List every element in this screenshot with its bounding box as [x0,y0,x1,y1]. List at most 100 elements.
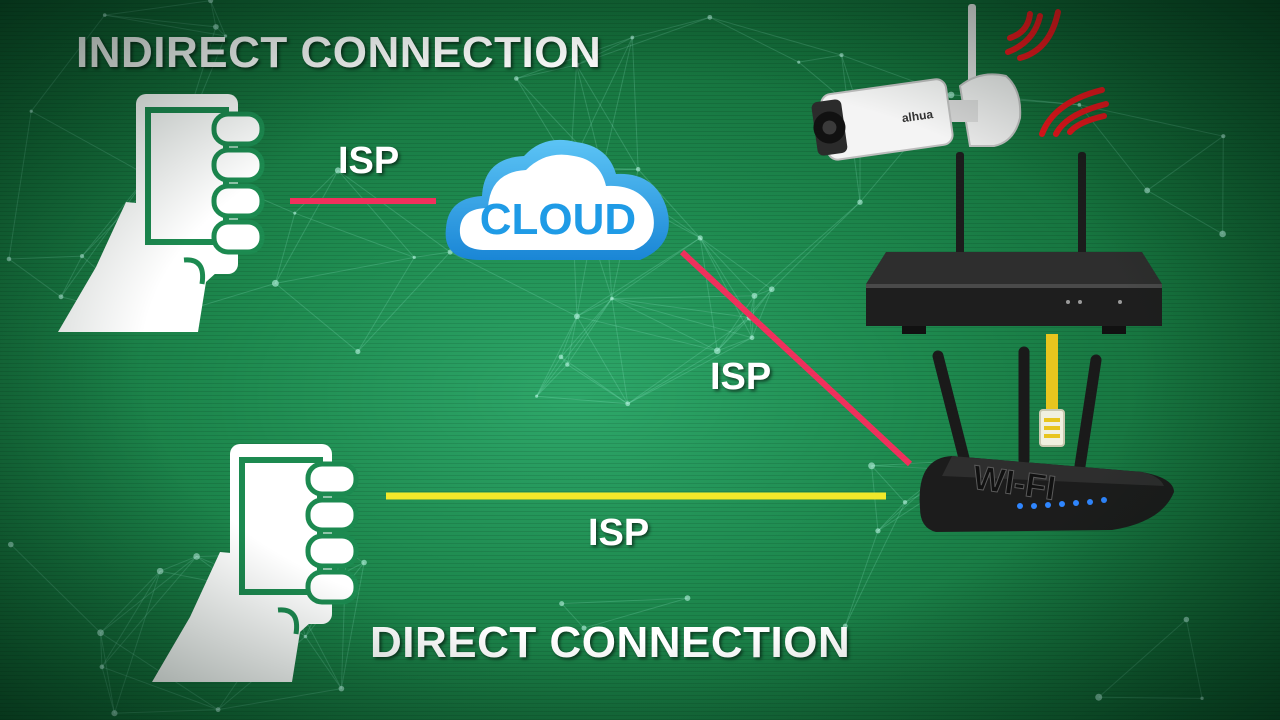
network-node-dot [7,541,14,548]
network-link-line [100,632,103,667]
network-node-dot [768,286,775,293]
network-link-line [218,688,342,711]
network-node-dot [581,625,587,631]
isp-label-middle: ISP [710,356,772,398]
network-node-dot [111,710,118,717]
network-node-dot [338,685,345,692]
network-node-dot [6,256,12,262]
network-link-line [1146,135,1224,191]
network-node-dot [99,664,105,670]
network-node-dot [797,60,801,64]
network-link-line [30,110,149,177]
network-link-line [844,530,879,627]
network-link-line [1098,696,1203,699]
network-link-line [1185,619,1203,699]
phone-in-hand-icon [58,94,265,332]
direct-connection-heading: DIRECT CONNECTION [370,618,851,667]
network-link-line [536,298,613,397]
network-link-line [709,16,842,56]
network-link-line [709,16,799,63]
network-link-line [100,570,161,634]
network-link-line [699,237,755,297]
network-link-line [1146,189,1223,235]
network-link-line [10,544,101,634]
network-node-dot [635,167,641,172]
network-link-line [30,14,106,112]
network-node-dot [1219,230,1226,238]
network-node-dot [707,14,713,20]
network-node-dot [102,13,107,17]
network-node-dot [97,629,104,637]
network-link-line [275,256,415,284]
network-link-line [101,666,115,714]
network-link-line [576,315,718,352]
network-node-dot [1221,134,1226,139]
network-link-line [516,37,633,79]
network-link-line [567,364,629,405]
network-node-dot [412,255,416,260]
wifi-router-icon: WI-FI [919,346,1174,532]
network-link-line [104,0,211,16]
network-link-line [751,289,773,338]
network-link-line [337,170,451,253]
network-link-line [536,395,628,405]
wifi-signal-icon [1039,87,1109,137]
network-link-line [560,298,613,358]
isp-label-top: ISP [338,140,400,182]
network-link-line [611,298,718,352]
network-link-line [113,570,161,714]
network-node-dot [559,601,565,607]
network-link-line [101,556,197,668]
network-link-line [871,465,906,503]
network-node-dot [1183,616,1190,623]
network-node-dot [573,62,580,68]
network-link-line [60,175,149,298]
network-link-line [8,111,32,260]
network-link-line [627,350,718,405]
network-link-line [114,709,219,714]
network-link-line [8,258,62,298]
network-link-line [274,170,339,284]
network-link-line [576,316,629,405]
network-link-line [340,562,365,689]
network-node-dot [630,35,635,40]
network-link-line [159,555,197,572]
network-link-line [294,170,339,214]
wifi-signal-icon [1005,9,1061,61]
network-link-line [275,282,359,352]
network-node-dot [79,253,85,259]
network-node-dot [361,559,367,566]
network-link-line [101,666,219,711]
network-node-dot [355,349,361,355]
network-node-dot [1077,102,1082,107]
network-node-dot [293,211,297,215]
network-node-dot [29,109,33,113]
network-link-line [576,298,613,317]
network-link-line [560,316,578,358]
security-camera-icon: alhua [811,4,1022,161]
network-node-dot [558,354,564,360]
network-link-line [294,212,415,258]
network-link-line [632,16,710,38]
network-node-dot [749,335,755,341]
network-node-dot [1200,696,1204,700]
network-link-line [1098,619,1187,698]
network-node-dot [697,235,703,241]
network-link-line [749,317,753,338]
network-link-line [561,597,688,605]
network-node-dot [610,296,614,301]
network-link-line [717,337,753,352]
camera-brand-label: alhua [901,107,934,125]
network-node-dot [574,313,580,320]
network-link-line [1222,136,1224,234]
network-node-dot [839,53,844,58]
network-node-dot [902,500,908,505]
network-link-line [699,237,753,338]
network-link-line [699,237,773,290]
network-link-line [771,201,861,290]
network-node-dot [223,34,228,38]
network-link-line [611,298,750,319]
network-node-dot [842,623,848,629]
network-link-line [1079,104,1224,137]
